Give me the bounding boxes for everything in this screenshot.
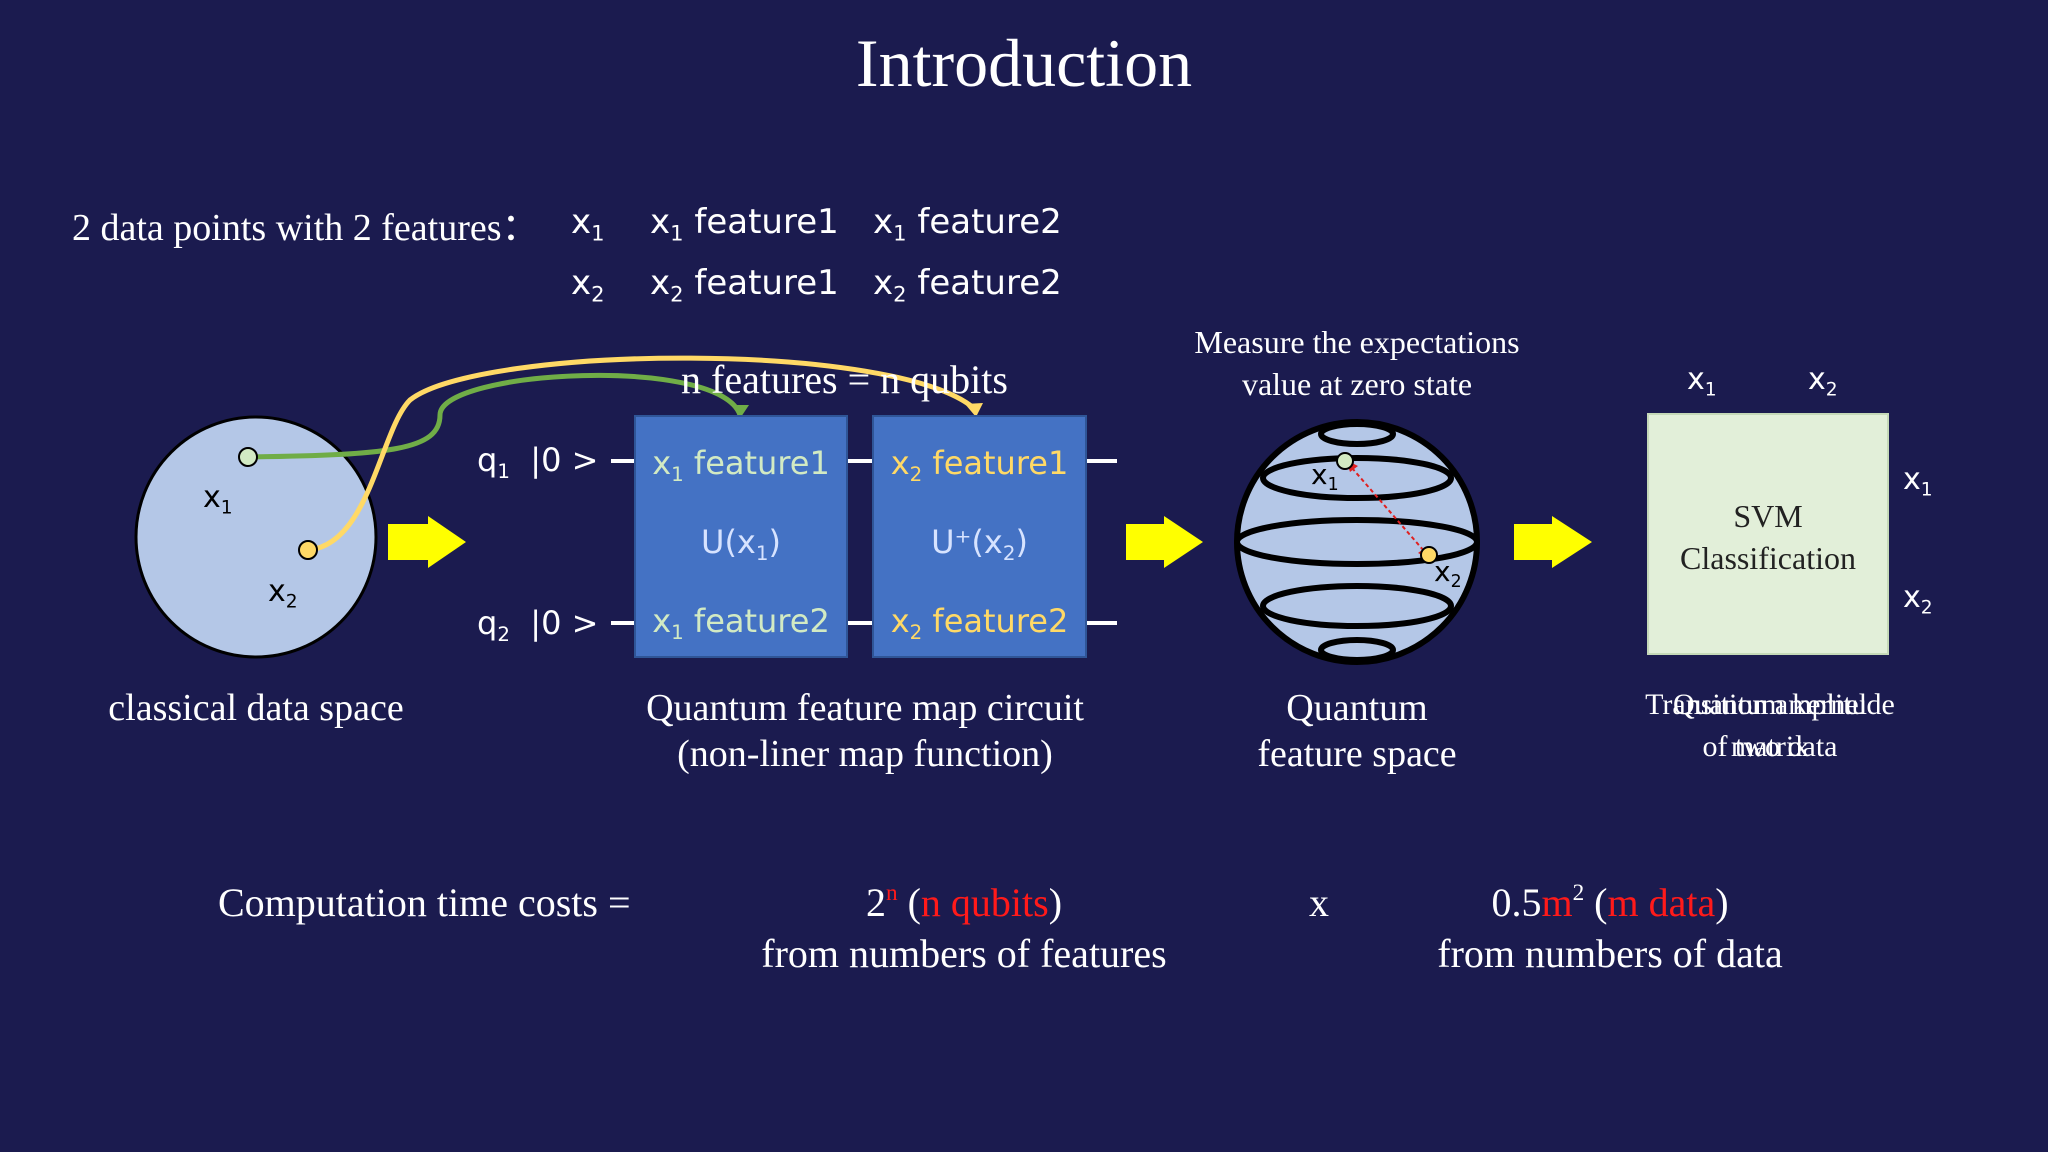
kernel-caption-b-line1: Quantum kernel <box>1672 688 1868 721</box>
sphere-x1-label: x1 <box>1311 458 1339 496</box>
cost-term1-subtitle: from numbers of features <box>761 931 1167 976</box>
qubit1-label: q1 |0 > <box>477 441 599 483</box>
circuit-caption-line1: Quantum feature map circuit <box>646 687 1084 729</box>
feature-map-gate-u-dagger: x2 feature1 U⁺(x2) x2 feature2 <box>872 415 1087 658</box>
kernel-caption-a-line2: of two data <box>1702 730 1838 763</box>
kernel-caption-a-line1: Transition amplitude <box>1645 688 1895 721</box>
feature-map-gate-u: x1 feature1 U(x1) x1 feature2 <box>634 415 848 658</box>
arrowhead-icon <box>731 405 749 417</box>
sphere-x2-label: x2 <box>1434 555 1462 593</box>
arrow-right-icon <box>388 516 466 568</box>
mapping-curve-x1 <box>247 372 743 460</box>
sphere-point-x2 <box>1420 546 1438 564</box>
classical-x2-label: x2 <box>268 574 298 613</box>
point-x2-label: x2 <box>571 263 605 307</box>
measure-text-line1: Measure the expectations <box>1194 324 1520 360</box>
quantum-sphere <box>1234 419 1480 665</box>
cost-term2: 0.5m2 (m data) <box>1491 879 1729 925</box>
quantum-space-caption-line2: feature space <box>1257 733 1457 775</box>
svm-text-line2: Classification <box>1680 540 1856 576</box>
gate2-bottom-label: x2 feature2 <box>890 602 1069 644</box>
point-x1-label: x1 <box>571 202 605 246</box>
matrix-row-x1-label: x1 <box>1903 462 1933 501</box>
classical-space-circle <box>134 415 378 659</box>
data-point-x2 <box>298 540 318 560</box>
circuit-header: n features = n qubits <box>681 357 1008 402</box>
cost-term1: 2n (n qubits) <box>865 879 1063 925</box>
data-points-label: 2 data points with 2 features： <box>72 207 540 249</box>
circuit-caption-line2: (non-liner map function) <box>677 733 1053 775</box>
classical-x1-label: x1 <box>203 480 233 519</box>
page-title: Introduction <box>855 25 1193 101</box>
data-point-x1 <box>238 447 258 467</box>
gate2-top-label: x2 feature1 <box>890 444 1069 486</box>
gate1-operator: U(x1) <box>701 523 781 565</box>
matrix-row-x2-label: x2 <box>1903 580 1933 619</box>
cost-times: x <box>1309 880 1329 925</box>
measure-text-line2: value at zero state <box>1241 366 1473 402</box>
distance-arrow <box>1351 467 1425 552</box>
gate2-operator: U⁺(x2) <box>931 523 1028 565</box>
gate1-top-label: x1 feature1 <box>652 444 830 486</box>
cost-term2-subtitle: from numbers of data <box>1437 931 1783 976</box>
classical-caption: classical data space <box>108 687 404 729</box>
x2-feature1-text: x2 feature1 <box>650 263 839 307</box>
matrix-col-x1-label: x1 <box>1687 362 1717 401</box>
x1-feature1-text: x1 feature1 <box>650 202 839 246</box>
gate1-bottom-label: x1 feature2 <box>652 602 830 644</box>
sphere-point-x1 <box>1336 452 1354 470</box>
matrix-col-x2-label: x2 <box>1808 362 1838 401</box>
cost-label: Computation time costs = <box>218 880 631 925</box>
kernel-caption-b-line2: matrix <box>1730 730 1810 763</box>
x1-feature2-text: x1 feature2 <box>873 202 1062 246</box>
arrow-right-icon <box>1514 516 1592 568</box>
svm-text-line1: SVM <box>1733 498 1803 534</box>
quantum-space-caption-line1: Quantum <box>1286 687 1428 729</box>
arrow-right-icon <box>1126 516 1203 568</box>
svm-classification-box: SVM Classification <box>1647 413 1889 655</box>
qubit2-label: q2 |0 > <box>477 604 599 646</box>
mapping-curve-x2 <box>307 355 978 553</box>
x2-feature2-text: x2 feature2 <box>873 263 1062 307</box>
arrowhead-icon <box>965 403 983 417</box>
